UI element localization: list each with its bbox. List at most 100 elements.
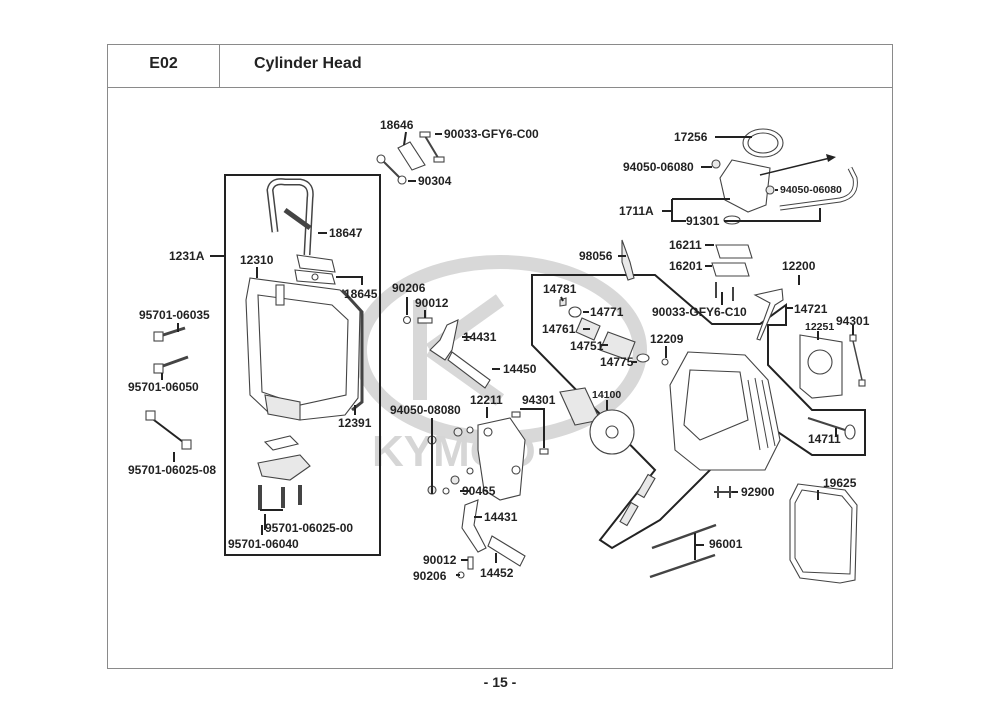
- label-18645: 18645: [344, 287, 378, 301]
- cylinder-head-cover-12310[interactable]: [245, 277, 361, 421]
- label-14761: 14761: [542, 322, 576, 336]
- label-12310: 12310: [240, 253, 274, 267]
- clamp-17256[interactable]: [742, 128, 784, 158]
- bolts-95701-06040[interactable]: [258, 485, 302, 510]
- label-94050-06080-a: 94050-06080: [623, 160, 694, 174]
- bolt-95701-06050[interactable]: [153, 355, 189, 374]
- diagram-frame: [107, 44, 893, 669]
- leader-lines: [161, 131, 854, 576]
- label-14431-b: 14431: [484, 510, 518, 524]
- insulator-16211[interactable]: [715, 244, 753, 259]
- label-1711A: 1711A: [619, 204, 654, 218]
- label-94301-a: 94301: [836, 314, 870, 328]
- label-94301-b: 94301: [522, 393, 556, 407]
- nut-90206-a[interactable]: [402, 315, 412, 325]
- dowel-pin-94301-a[interactable]: [849, 334, 866, 387]
- intake-valve-14711[interactable]: [807, 417, 856, 440]
- rocker-shaft-14452[interactable]: [487, 535, 526, 567]
- label-14775: 14775: [600, 355, 634, 369]
- adjuster-screw-90012-b[interactable]: [467, 556, 474, 570]
- direction-arrow: [759, 154, 836, 176]
- label-19625: 19625: [823, 476, 857, 490]
- label-95701-06040: 95701-06040: [228, 537, 299, 551]
- gasket-16201[interactable]: [711, 262, 750, 277]
- retainer-14771[interactable]: [568, 306, 582, 318]
- stud-90033-gfy6-c00[interactable]: [419, 131, 445, 163]
- studs-90033-gfy6-c10[interactable]: [715, 282, 734, 301]
- label-14431-a: 14431: [463, 330, 497, 344]
- label-94050-06080-b: 94050-06080: [780, 184, 842, 196]
- label-90012-a: 90012: [415, 296, 449, 310]
- label-94050-08080: 94050-08080: [390, 403, 461, 417]
- seal-12209[interactable]: [661, 358, 669, 366]
- label-1231A: 1231A: [169, 249, 205, 263]
- section-code: E02: [149, 55, 178, 72]
- label-91301: 91301: [686, 214, 720, 228]
- label-16201: 16201: [669, 259, 703, 273]
- label-98056: 98056: [579, 249, 613, 263]
- bolt-94050-06080-b[interactable]: [765, 185, 775, 195]
- exhaust-valve-14721[interactable]: [753, 288, 784, 341]
- label-14711: 14711: [808, 432, 841, 446]
- label-12200: 12200: [782, 259, 816, 273]
- label-18646: 18646: [380, 118, 414, 132]
- inlet-pipe-1711A[interactable]: [719, 159, 771, 213]
- label-14771: 14771: [590, 305, 624, 319]
- dowel-pin-94301-b[interactable]: [511, 411, 549, 455]
- gasket-18646[interactable]: [397, 141, 426, 171]
- adjuster-screw-90012-a[interactable]: [417, 317, 433, 324]
- cover-gasket-19625[interactable]: [789, 483, 858, 584]
- label-14721: 14721: [794, 302, 828, 316]
- cover-gasket-12391[interactable]: [340, 288, 364, 412]
- camshaft-holder-12211[interactable]: [477, 417, 526, 501]
- label-95701-06050: 95701-06050: [128, 380, 199, 394]
- label-18647: 18647: [329, 226, 363, 240]
- bolt-95701-06035[interactable]: [153, 326, 186, 342]
- label-12211: 12211: [470, 393, 503, 407]
- label-14450: 14450: [503, 362, 537, 376]
- washers-90465[interactable]: [442, 426, 474, 495]
- gasket-18645[interactable]: [294, 269, 336, 285]
- studs-96001[interactable]: [649, 523, 717, 579]
- breather-cover[interactable]: [263, 435, 300, 451]
- breather-plate[interactable]: [257, 454, 311, 481]
- label-90304: 90304: [418, 174, 452, 188]
- label-12391: 12391: [338, 416, 372, 430]
- label-90012-b: 90012: [423, 553, 457, 567]
- label-95701-06035: 95701-06035: [139, 308, 210, 322]
- header-divider: [107, 87, 893, 88]
- label-14100: 14100: [592, 389, 621, 401]
- bolt-90304[interactable]: [376, 154, 407, 185]
- label-90033-gfy6-c00: 90033-GFY6-C00: [444, 127, 539, 141]
- spark-plug-98056[interactable]: [621, 239, 635, 281]
- page-number: - 15 -: [483, 674, 517, 690]
- label-12209: 12209: [650, 332, 684, 346]
- cylinder-head-cover-group-box: [224, 174, 381, 556]
- label-90206-b: 90206: [413, 569, 447, 583]
- camshaft-14100[interactable]: [559, 387, 635, 455]
- label-90465: 90465: [462, 484, 496, 498]
- seat-14775[interactable]: [636, 353, 650, 363]
- cylinder-head-casting[interactable]: [669, 351, 781, 471]
- breather-pipe-18647[interactable]: [266, 178, 314, 256]
- label-96001: 96001: [709, 537, 743, 551]
- label-17256: 17256: [674, 130, 708, 144]
- label-14751: 14751: [570, 339, 604, 353]
- cylinder-head-gasket-12251[interactable]: [799, 334, 843, 399]
- label-16211: 16211: [669, 238, 702, 252]
- bolt-95701-06025-08[interactable]: [145, 410, 192, 450]
- hose[interactable]: [779, 166, 858, 211]
- dowel-pins-92900[interactable]: [714, 486, 734, 498]
- rocker-shaft-14450[interactable]: [447, 351, 491, 389]
- rocker-arm-14431-b[interactable]: [461, 499, 487, 553]
- valve-train-group-box: [531, 274, 866, 550]
- label-90033-gfy6-c10: 90033-GFY6-C10: [652, 305, 747, 319]
- bolt-94050-06080-a[interactable]: [711, 159, 721, 169]
- label-14452: 14452: [480, 566, 514, 580]
- label-95701-06025-08: 95701-06025-08: [128, 463, 216, 477]
- gasket-plate-upper[interactable]: [296, 254, 336, 273]
- label-92900: 92900: [741, 485, 775, 499]
- rocker-arm-14431-a[interactable]: [429, 319, 459, 361]
- valve-springs-set[interactable]: [619, 473, 656, 527]
